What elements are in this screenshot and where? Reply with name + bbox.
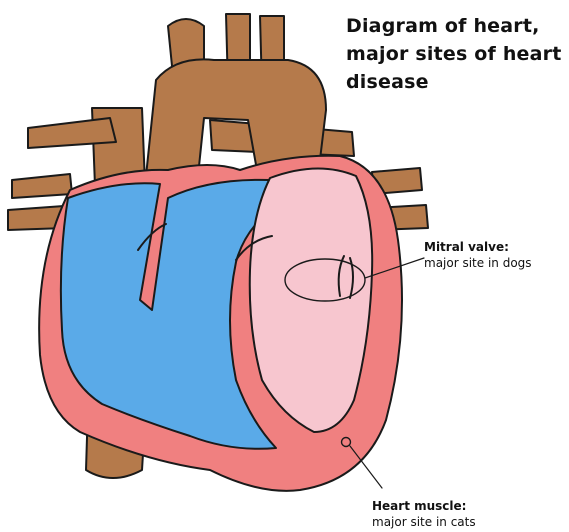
page-title-line2: major sites of heart: [346, 43, 562, 65]
heart-muscle-label: Heart muscle:: [372, 499, 466, 513]
heart-muscle-detail: major site in cats: [372, 515, 476, 529]
page-title-line1: Diagram of heart,: [346, 15, 540, 37]
mitral-valve-detail: major site in dogs: [424, 256, 532, 270]
left-pulmonary-artery: [28, 118, 116, 148]
page-title-line3: disease: [346, 71, 429, 93]
mitral-valve-label: Mitral valve:: [424, 240, 509, 254]
